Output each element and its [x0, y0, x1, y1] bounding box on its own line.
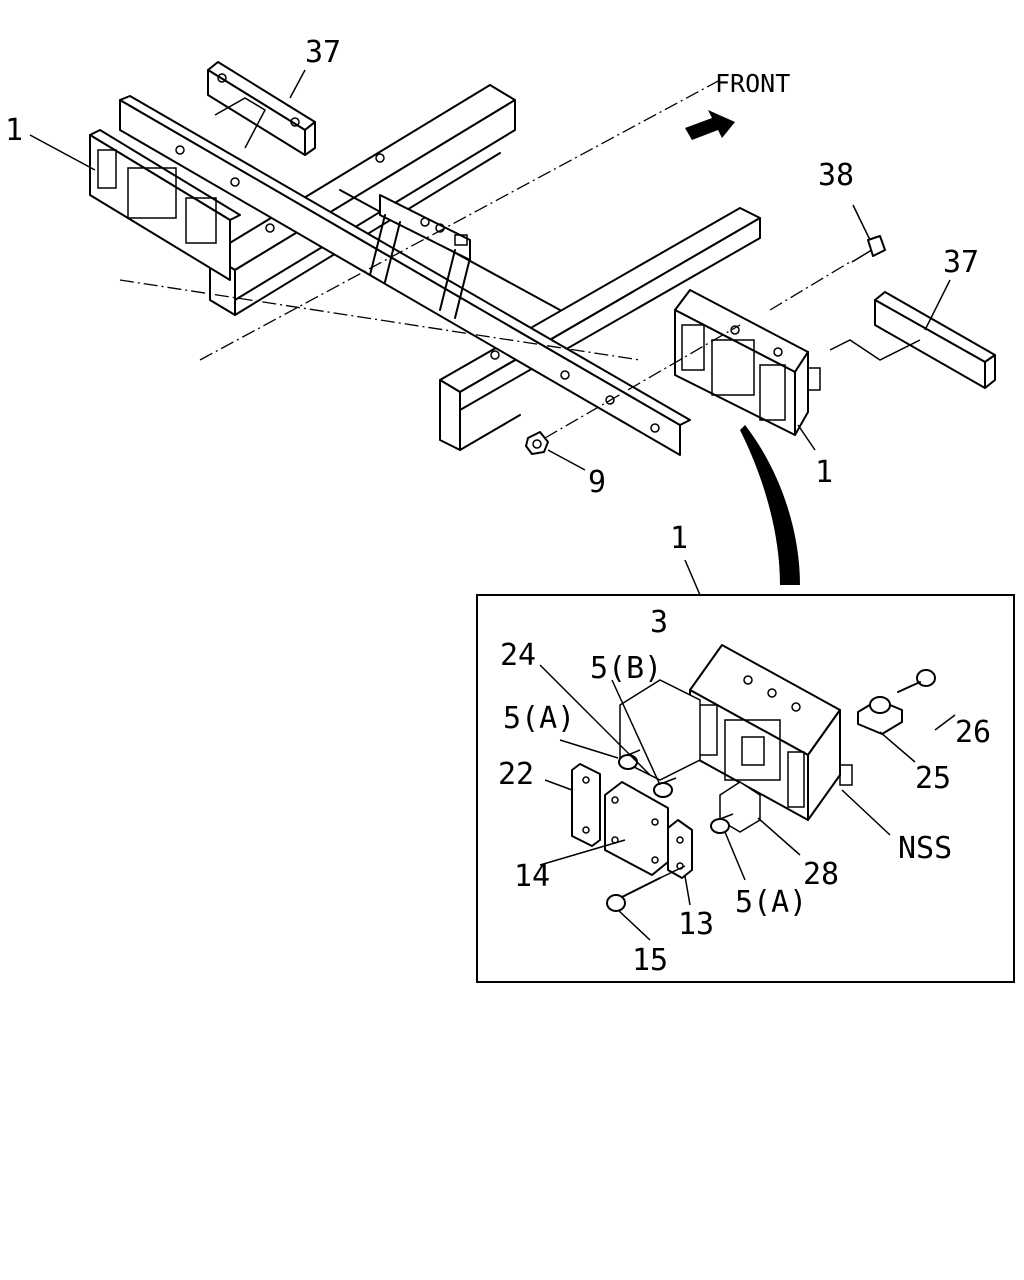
callout-nss: NSS — [898, 831, 952, 866]
bolt-38 — [769, 235, 886, 311]
callout-14: 14 — [514, 859, 550, 894]
callout-22: 22 — [498, 757, 534, 792]
screw-15 — [606, 865, 686, 912]
callout-3: 3 — [650, 605, 668, 640]
callout-5b: 5(B) — [590, 651, 662, 686]
clip-25 — [857, 696, 903, 735]
detail-bracket-nss — [689, 644, 853, 821]
bracket-right — [674, 289, 821, 436]
front-label: FRONT — [715, 69, 790, 98]
callout-28: 28 — [803, 857, 839, 892]
screw-26 — [897, 669, 936, 693]
pin-5a-bottom — [710, 813, 734, 834]
detail-pointer-arrow — [740, 425, 800, 585]
plate-13 — [667, 819, 693, 879]
callout-37-right: 37 — [943, 245, 979, 280]
callout-13: 13 — [678, 907, 714, 942]
callout-1-detail: 1 — [670, 521, 688, 556]
callout-5a-left: 5(A) — [503, 701, 575, 736]
callout-25: 25 — [915, 761, 951, 796]
bracket-left — [89, 129, 241, 281]
pin-5b — [653, 777, 677, 798]
chassis-frame — [119, 79, 761, 456]
cover-37-top — [207, 61, 316, 156]
callout-9: 9 — [588, 465, 606, 500]
cover-37-right — [829, 291, 996, 389]
nut-9 — [525, 324, 741, 455]
callout-15: 15 — [632, 943, 668, 978]
callout-5a-bottom: 5(A) — [735, 885, 807, 920]
leader-lines — [29, 69, 956, 941]
callout-1-right: 1 — [815, 455, 833, 490]
front-arrow-icon — [685, 110, 735, 140]
plate-22 — [571, 763, 601, 847]
callout-24: 24 — [500, 638, 536, 673]
callout-1-left: 1 — [5, 113, 23, 148]
callout-38: 38 — [818, 158, 854, 193]
callout-26: 26 — [955, 715, 991, 750]
callout-37-top: 37 — [305, 35, 341, 70]
detail-view-frame — [476, 594, 1015, 983]
